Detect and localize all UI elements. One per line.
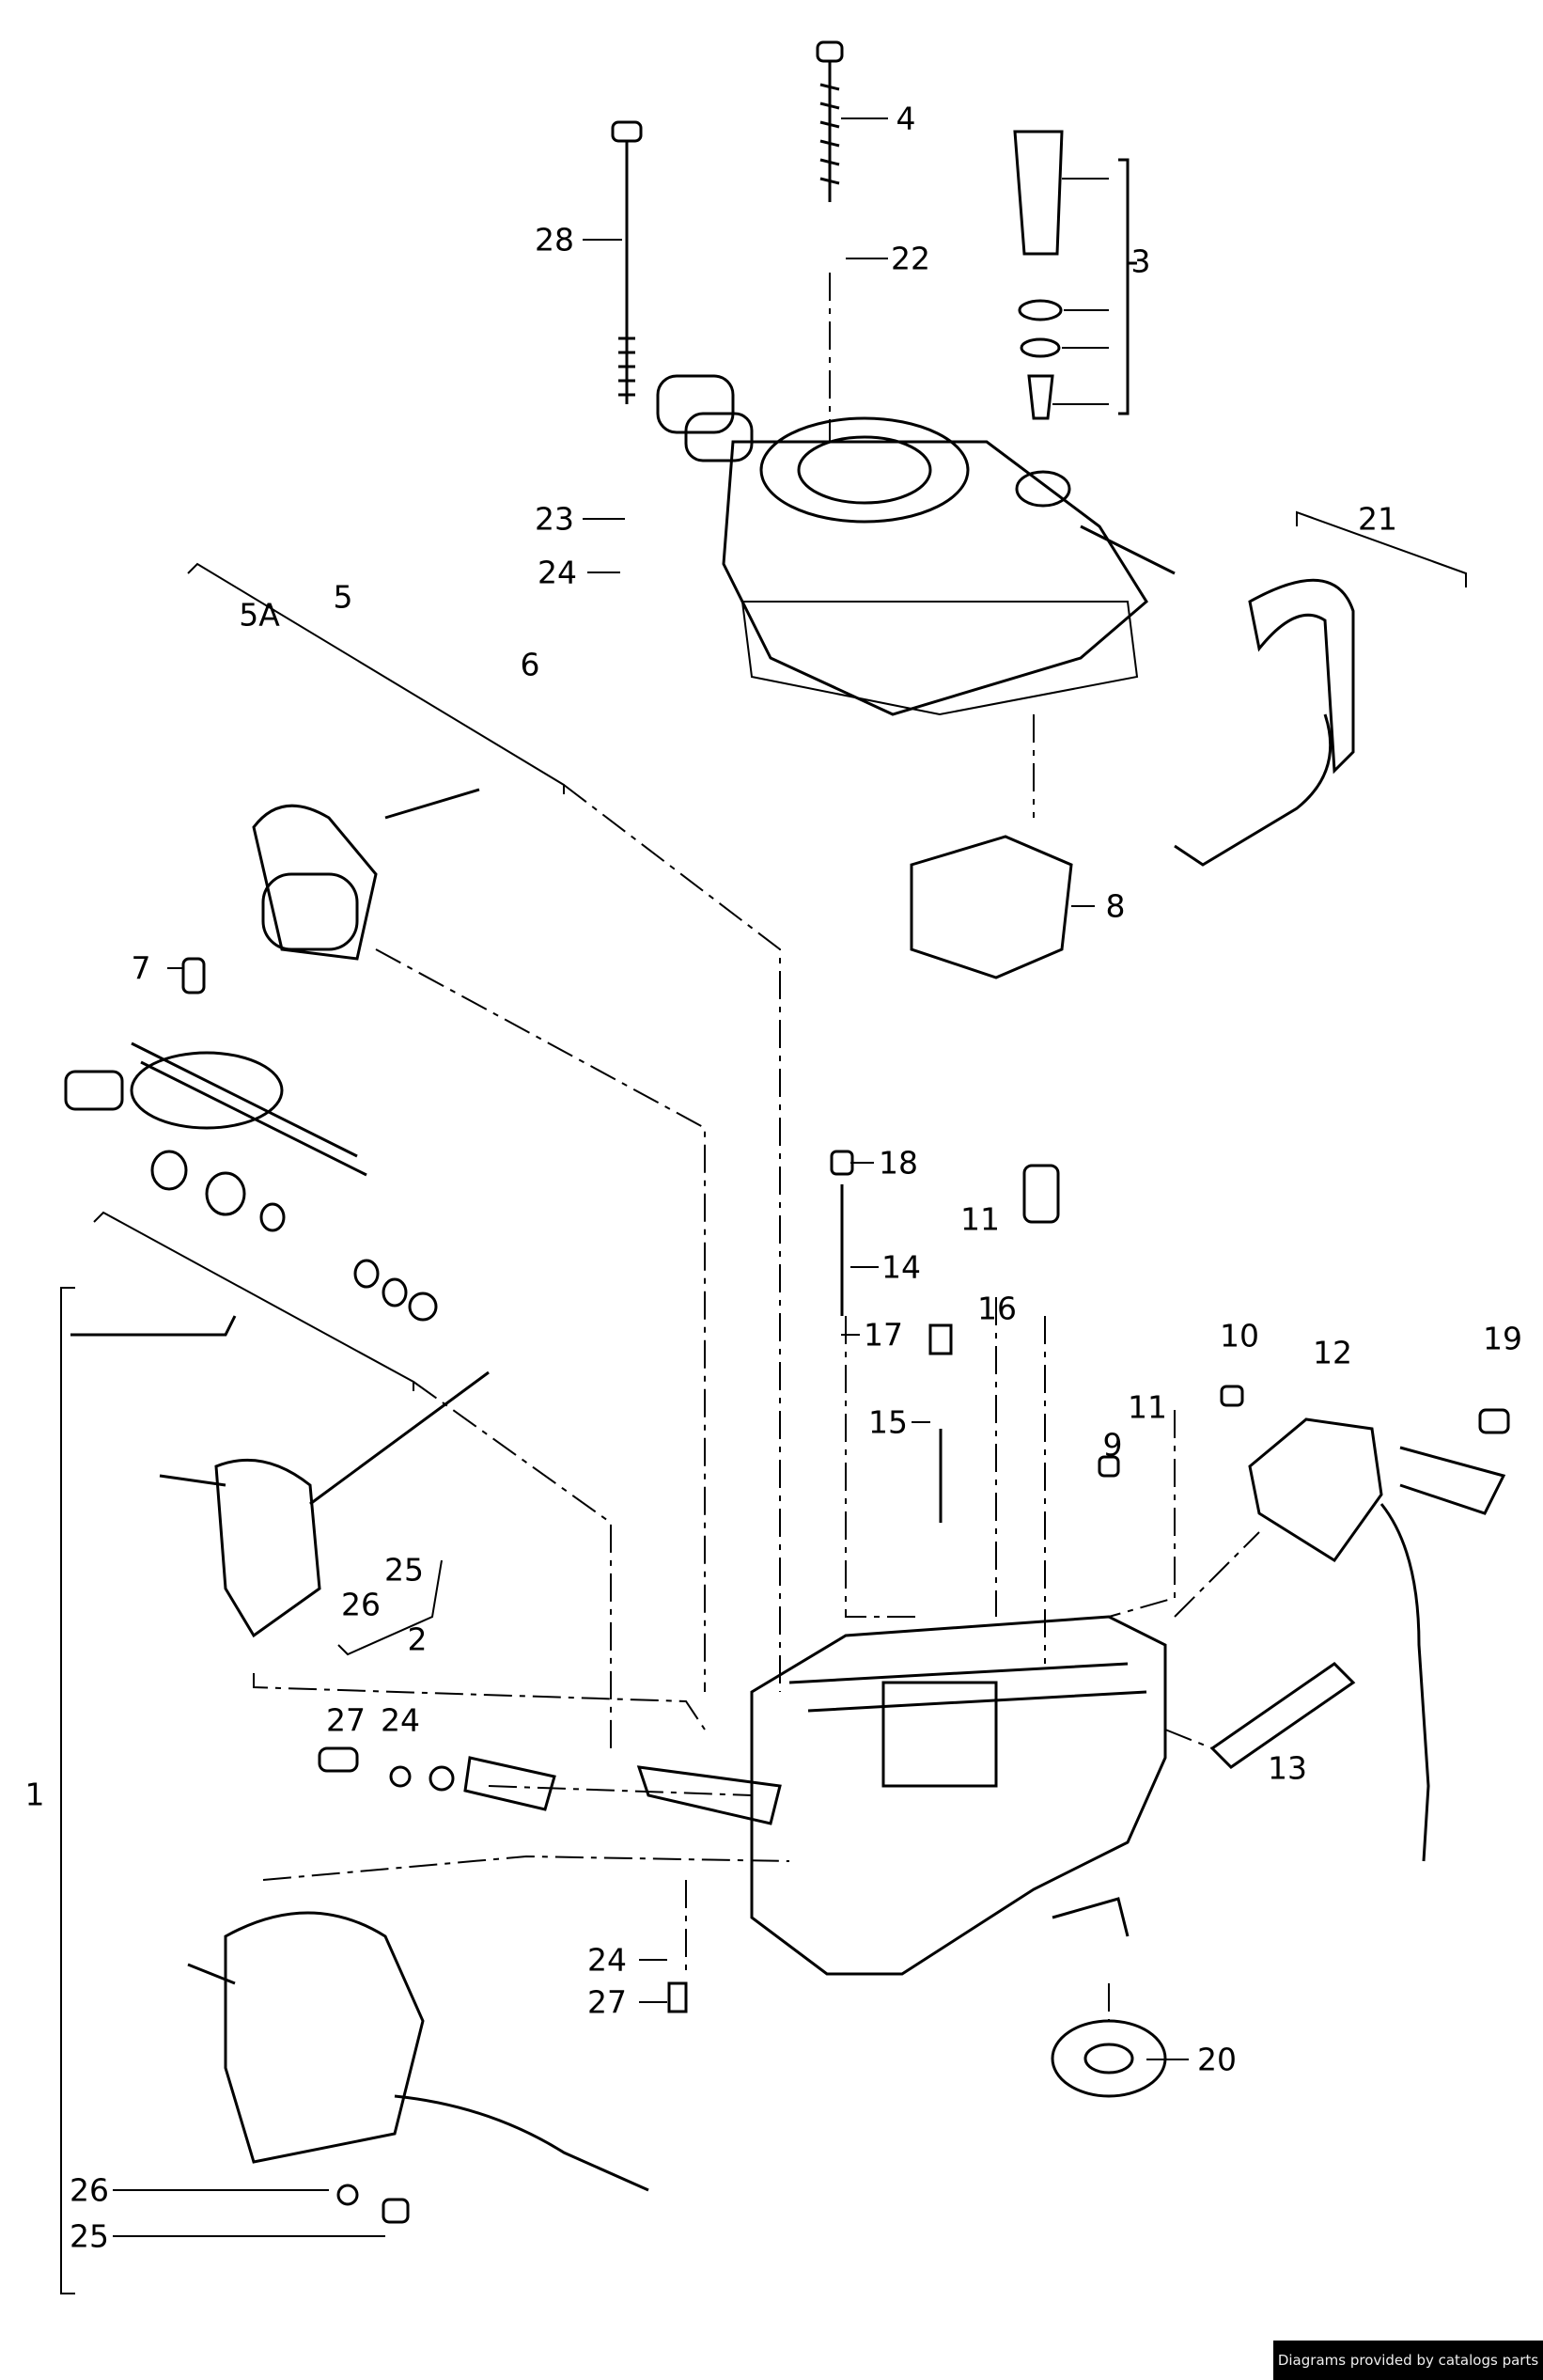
callout-20: 20 [1197,2041,1237,2078]
callout-18: 18 [879,1144,918,1182]
long-screw-28 [611,120,643,404]
callout-8: 8 [1105,887,1126,925]
callout-5a: 5A [239,596,280,634]
callout-leaders [113,117,1189,2237]
small-parts [181,957,1510,2224]
callout-3: 3 [1130,243,1151,280]
callout-19: 19 [1483,1320,1522,1357]
carburetor-top-cover [656,374,1176,716]
callout-24: 24 [381,1701,420,1739]
callout-22: 22 [891,240,930,277]
callout-2: 2 [407,1621,428,1658]
credit-badge: Diagrams provided by catalogs parts [1273,2341,1543,2380]
callout-5: 5 [333,578,353,616]
callout-21: 21 [1358,500,1397,538]
callout-26: 26 [341,1586,381,1623]
screw-4 [816,40,844,202]
callout-24: 24 [538,554,577,591]
choke-housing-5 [187,562,565,961]
throttle-shaft-assembly [64,1041,438,1391]
callout-17: 17 [864,1316,903,1354]
callout-11: 11 [960,1200,1000,1238]
callout-24: 24 [587,1941,627,1979]
callout-1: 1 [24,1776,45,1813]
callout-13: 13 [1268,1749,1307,1787]
assembly-guide-lines [253,273,1260,2021]
callout-14: 14 [881,1248,921,1286]
callout-26: 26 [70,2171,109,2209]
callout-7: 7 [131,949,151,987]
callout-9: 9 [1102,1426,1123,1464]
callout-4: 4 [896,100,916,137]
callout-16: 16 [977,1290,1017,1327]
callout-27: 27 [587,1983,627,2021]
callout-25: 25 [70,2217,109,2255]
callout-12: 12 [1313,1334,1352,1371]
idle-jet-13 [1209,1662,1356,1769]
callout-15: 15 [868,1403,908,1441]
pulldown-diaphragm-2 [159,1370,490,1656]
insulator-block-8 [910,835,1073,979]
callout-11: 11 [1128,1388,1167,1426]
valve-assembly-3 [1013,130,1137,420]
callout-6: 6 [520,646,540,683]
solenoid-12 [1248,1417,1506,1862]
accelerator-pump-1 [60,1287,649,2294]
callout-25: 25 [384,1551,424,1589]
callout-10: 10 [1220,1317,1259,1354]
choke-cover-21 [1174,510,1467,867]
callout-28: 28 [535,221,574,258]
carburetor-main-body [463,1615,1167,1976]
callout-27: 27 [326,1701,366,1739]
callout-23: 23 [535,500,574,538]
